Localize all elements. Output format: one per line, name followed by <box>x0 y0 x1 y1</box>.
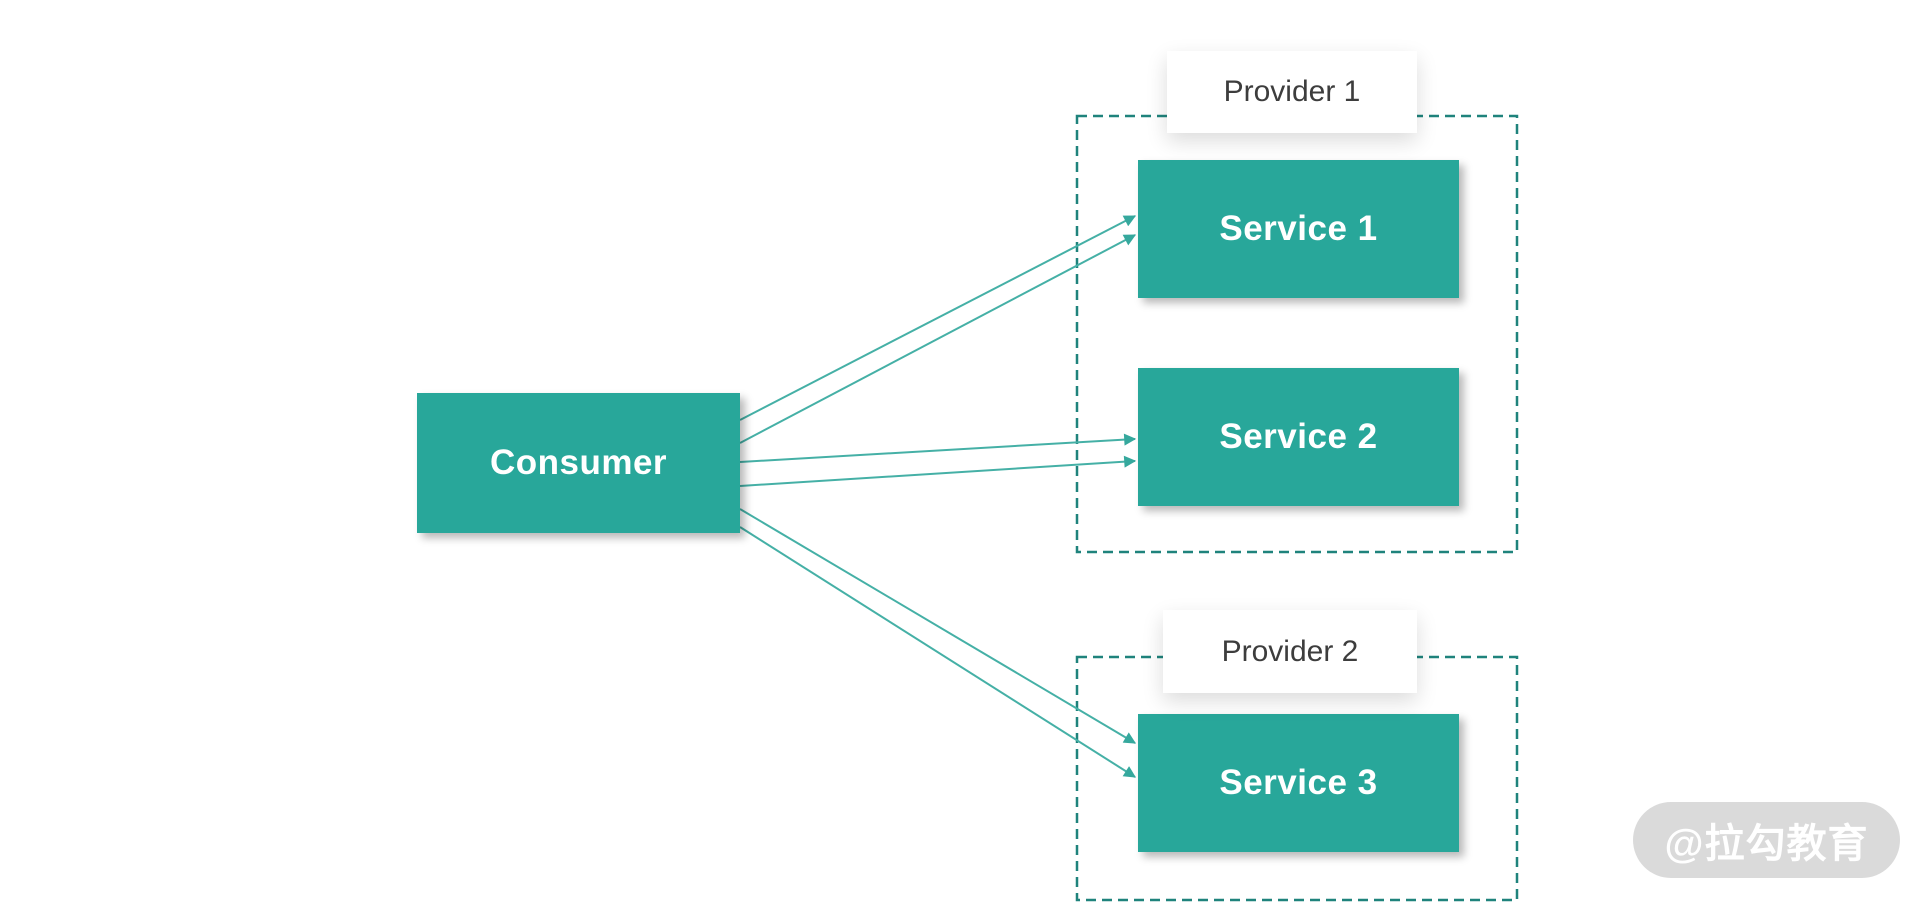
connector-consumer-service2-b <box>739 455 1137 487</box>
service3-label: Service 3 <box>1219 763 1378 802</box>
connector-consumer-service3-a <box>739 508 1137 744</box>
provider2-label-text: Provider 2 <box>1221 634 1359 668</box>
watermark-badge: @拉勾教育 <box>1633 802 1900 878</box>
service1-box: Service 1 <box>1138 160 1459 298</box>
provider2-label: Provider 2 <box>1163 610 1417 693</box>
provider1-label-text: Provider 1 <box>1223 75 1361 108</box>
connector-consumer-service2-a <box>739 433 1137 463</box>
consumer-label: Consumer <box>489 443 668 482</box>
service3-box: Service 3 <box>1138 714 1459 852</box>
service1-label: Service 1 <box>1219 209 1378 248</box>
service2-label: Service 2 <box>1219 417 1378 456</box>
watermark-text: @拉勾教育 <box>1664 822 1869 866</box>
consumer-box: Consumer <box>417 393 740 533</box>
service2-box: Service 2 <box>1138 368 1459 506</box>
connector-consumer-service1-a <box>739 215 1137 421</box>
connector-consumer-service1-b <box>739 234 1137 444</box>
provider2-dashed-border <box>1075 655 1519 902</box>
provider1-dashed-border <box>1075 114 1519 554</box>
provider1-label: Provider 1 <box>1167 51 1417 133</box>
connector-consumer-service3-b <box>739 526 1137 778</box>
